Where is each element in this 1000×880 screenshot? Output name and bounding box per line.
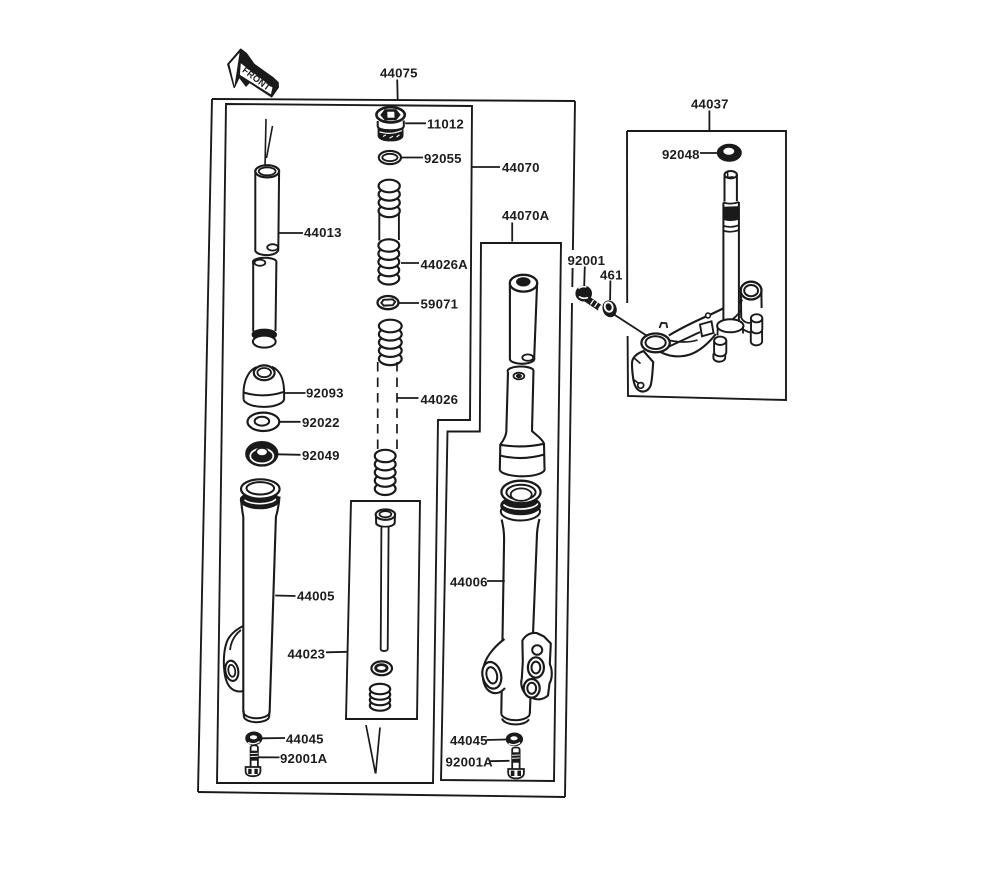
svg-text:461: 461 [600,267,623,282]
svg-text:92049: 92049 [302,448,340,463]
svg-text:92001: 92001 [568,253,606,268]
svg-text:92022: 92022 [302,415,340,430]
svg-text:44006: 44006 [450,575,488,590]
svg-text:92001A: 92001A [280,751,328,766]
svg-text:11012: 11012 [427,116,464,131]
svg-text:44023: 44023 [288,647,326,662]
svg-text:59071: 59071 [421,297,459,312]
svg-text:44005: 44005 [297,589,335,604]
svg-text:44013: 44013 [304,225,342,240]
svg-text:92093: 92093 [306,386,344,401]
svg-text:92055: 92055 [424,151,462,166]
svg-text:44045: 44045 [450,733,488,748]
svg-text:44026: 44026 [421,392,459,407]
svg-text:44026A: 44026A [421,257,469,272]
svg-text:44075: 44075 [380,66,418,81]
svg-text:44045: 44045 [286,732,324,747]
svg-text:44070: 44070 [502,160,540,175]
svg-text:92048: 92048 [662,147,700,162]
svg-text:44070A: 44070A [502,208,550,223]
svg-text:92001A: 92001A [446,755,494,770]
svg-text:44037: 44037 [691,97,729,112]
